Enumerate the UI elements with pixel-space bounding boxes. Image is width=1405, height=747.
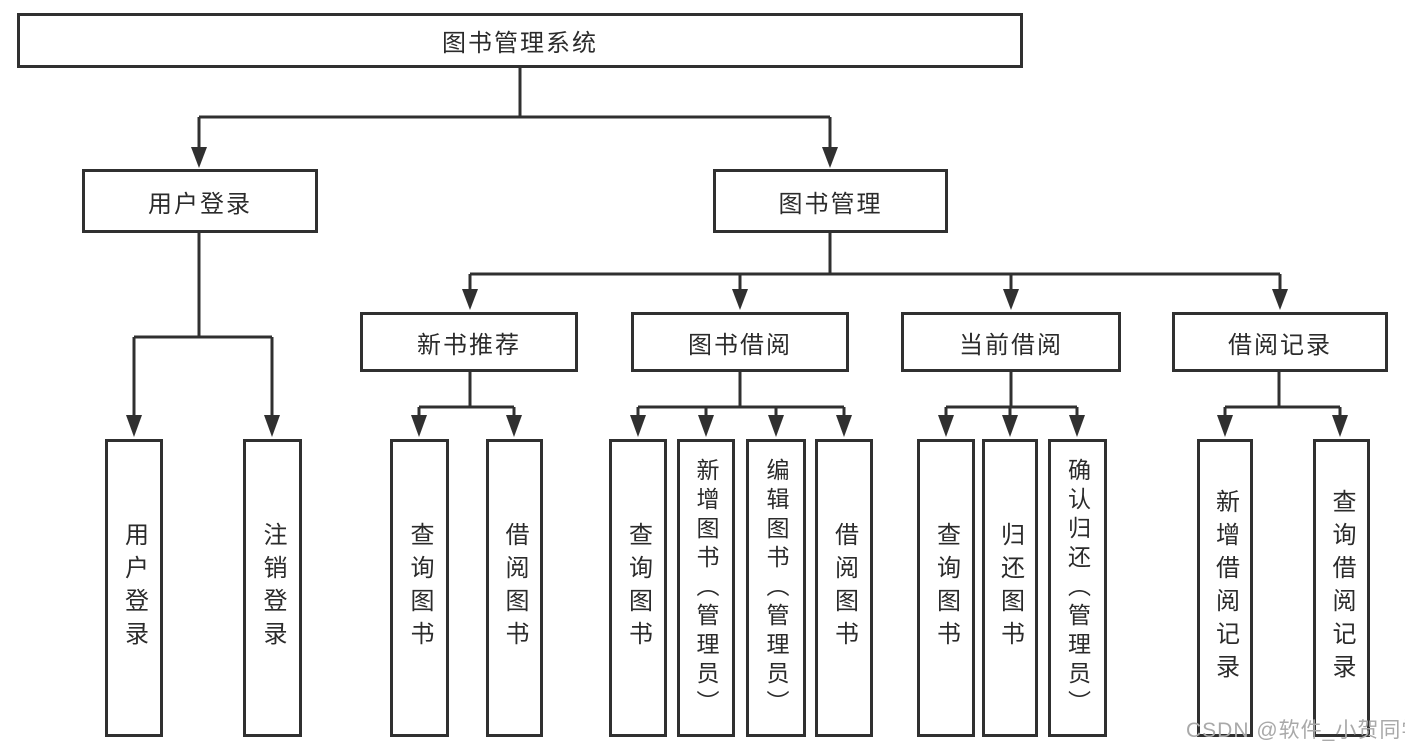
leaf-query-books-recommend: 查询图书	[390, 439, 449, 737]
connector-root-to-level2	[191, 68, 838, 168]
connector-book-borrow-to-leaves	[630, 371, 852, 437]
node-new-book-recommend: 新书推荐	[360, 312, 578, 372]
connector-current-borrow-to-leaves	[938, 371, 1085, 437]
leaf-return-books: 归还图书	[982, 439, 1038, 737]
leaf-query-borrow-record: 查询借阅记录	[1313, 439, 1370, 737]
leaf-borrow-books-recommend: 借阅图书	[486, 439, 543, 737]
node-current-borrow: 当前借阅	[901, 312, 1121, 372]
leaf-query-books-current: 查询图书	[917, 439, 975, 737]
leaf-add-borrow-record: 新增借阅记录	[1197, 439, 1253, 737]
leaf-confirm-return-admin: 确认归还（管理员）	[1048, 439, 1107, 737]
leaf-add-books-admin: 新增图书（管理员）	[677, 439, 735, 737]
leaf-query-books-borrow: 查询图书	[609, 439, 667, 737]
connector-book-mgmt-to-level3	[462, 233, 1288, 310]
connector-borrow-records-to-leaves	[1217, 371, 1348, 437]
connector-user-login-to-leaves	[126, 233, 280, 437]
node-borrow-records: 借阅记录	[1172, 312, 1388, 372]
node-root-library-system: 图书管理系统	[17, 13, 1023, 68]
leaf-logout: 注销登录	[243, 439, 302, 737]
leaf-borrow-books: 借阅图书	[815, 439, 873, 737]
leaf-user-login: 用户登录	[105, 439, 163, 737]
leaf-edit-books-admin: 编辑图书（管理员）	[746, 439, 806, 737]
node-book-borrow: 图书借阅	[631, 312, 849, 372]
csdn-watermark: CSDN @软件_小贺同学	[1186, 719, 1405, 742]
node-user-login: 用户登录	[82, 169, 318, 233]
node-book-management: 图书管理	[713, 169, 948, 233]
connector-new-book-to-leaves	[411, 371, 522, 437]
